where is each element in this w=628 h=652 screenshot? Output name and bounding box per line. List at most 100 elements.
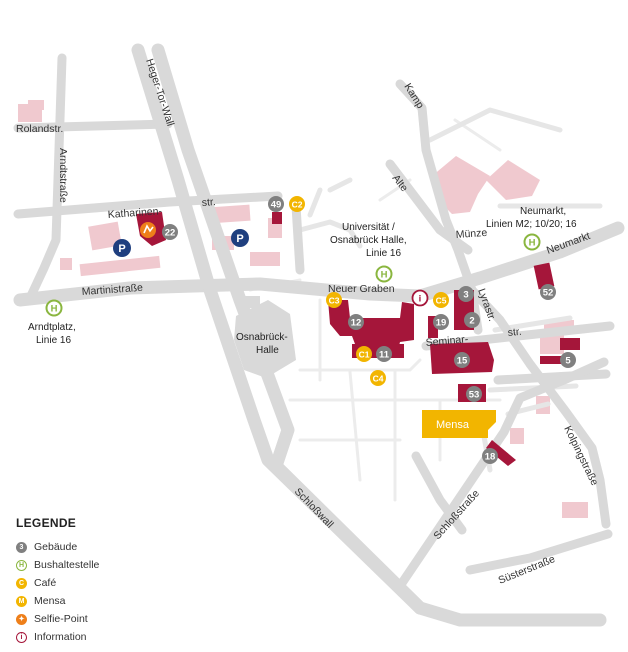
building-19[interactable]: 19 bbox=[433, 314, 449, 330]
street-label-neuer-graben: Neuer Graben bbox=[328, 283, 395, 295]
cafe-c2[interactable]: C2 bbox=[289, 196, 305, 212]
svg-text:C5: C5 bbox=[436, 296, 447, 306]
building-2[interactable]: 2 bbox=[464, 312, 480, 328]
building-18[interactable]: 18 bbox=[482, 448, 498, 464]
building-5[interactable]: 5 bbox=[560, 352, 576, 368]
parking-katharinen[interactable]: P bbox=[113, 239, 131, 257]
svg-text:C4: C4 bbox=[373, 374, 384, 384]
legend-symbol-icon: 3 bbox=[16, 541, 27, 553]
street-label-roland: Rolandstr. bbox=[16, 123, 63, 135]
building-49[interactable]: 49 bbox=[268, 196, 284, 212]
information-point[interactable]: i bbox=[411, 289, 429, 307]
legend-symbol-icon: C bbox=[16, 577, 27, 589]
mensa-label: Mensa bbox=[436, 419, 470, 431]
svg-text:C3: C3 bbox=[329, 296, 340, 306]
legend-label: Selfie-Point bbox=[34, 613, 88, 625]
cafe-markers: C2 C3 C1 C4 C5 bbox=[289, 196, 449, 386]
legend-symbol-icon: M bbox=[16, 595, 27, 607]
svg-text:53: 53 bbox=[469, 390, 480, 401]
legend-symbol-icon: ✦ bbox=[16, 613, 27, 625]
neumarkt-stop-label-2: Linien M2; 10/20; 16 bbox=[486, 219, 577, 230]
legend-label: Mensa bbox=[34, 595, 66, 607]
legend-label: Information bbox=[34, 631, 87, 643]
street-label-katharinen: Katharinen- bbox=[107, 205, 162, 221]
osnabrueck-halle-label-2: Halle bbox=[256, 345, 279, 356]
neumarkt-stop-label-1: Neumarkt, bbox=[520, 206, 566, 217]
building-3[interactable]: 3 bbox=[458, 286, 474, 302]
legend-title: LEGENDE bbox=[16, 516, 77, 530]
cafe-c1[interactable]: C1 bbox=[356, 346, 372, 362]
building-22[interactable]: 22 bbox=[162, 224, 178, 240]
svg-text:22: 22 bbox=[165, 228, 176, 239]
place-labels: Arndtplatz, Linie 16 Universität / Osnab… bbox=[28, 206, 577, 356]
legend-item: C Café bbox=[16, 574, 216, 592]
bus-stops: H H H bbox=[45, 233, 541, 317]
legend-item: M Mensa bbox=[16, 592, 216, 610]
street-label-seminar: Seminar- bbox=[425, 333, 469, 349]
bus-stop-icon: H bbox=[381, 270, 388, 281]
building-11[interactable]: 11 bbox=[376, 346, 392, 362]
cafe-c3[interactable]: C3 bbox=[326, 292, 342, 308]
legend-symbol-icon: i bbox=[16, 631, 27, 643]
parking-markers: P P bbox=[113, 229, 249, 257]
selfie-icon bbox=[143, 224, 154, 234]
mensa-building: Mensa bbox=[422, 410, 496, 438]
svg-text:11: 11 bbox=[379, 350, 390, 361]
legend-item: i Information bbox=[16, 628, 216, 646]
svg-text:2: 2 bbox=[469, 316, 474, 327]
building-53[interactable]: 53 bbox=[466, 386, 482, 402]
main-streets bbox=[13, 53, 615, 591]
street-labels: Rolandstr. Arndtstraße Heger-Tor-Wall Ka… bbox=[16, 57, 601, 587]
legend-item: ✦ Selfie-Point bbox=[16, 610, 216, 628]
uni-stop-label-3: Linie 16 bbox=[366, 248, 401, 259]
bus-stop-icon: H bbox=[529, 238, 536, 249]
osnabrueck-halle-label-1: Osnabrück- bbox=[236, 332, 288, 343]
legend-symbol-icon: H bbox=[16, 559, 27, 571]
building-52[interactable]: 52 bbox=[540, 284, 556, 300]
svg-text:52: 52 bbox=[543, 288, 554, 299]
bus-stop-arndtplatz[interactable]: H bbox=[45, 299, 63, 317]
svg-text:3: 3 bbox=[463, 290, 468, 301]
building-15[interactable]: 15 bbox=[454, 352, 470, 368]
legend-item: H Bushaltestelle bbox=[16, 556, 216, 574]
street-label-katharinen-str: str. bbox=[201, 196, 216, 209]
bus-stop-universitaet[interactable]: H bbox=[375, 265, 393, 283]
svg-text:C2: C2 bbox=[292, 200, 303, 210]
svg-text:15: 15 bbox=[457, 356, 468, 367]
parking-icon: P bbox=[236, 233, 243, 245]
street-label-schlosswall: Schloßwall bbox=[292, 486, 336, 531]
svg-text:19: 19 bbox=[436, 318, 447, 329]
svg-text:18: 18 bbox=[485, 452, 496, 463]
parking-heger-tor-wall[interactable]: P bbox=[231, 229, 249, 247]
svg-text:C1: C1 bbox=[359, 350, 370, 360]
arndtplatz-label-2: Linie 16 bbox=[36, 335, 71, 346]
legend-label: Café bbox=[34, 577, 57, 589]
street-label-muenze: Münze bbox=[455, 227, 487, 241]
selfie-point[interactable] bbox=[140, 222, 156, 238]
street-label-arndt: Arndtstraße bbox=[57, 148, 69, 203]
background-buildings bbox=[18, 100, 588, 518]
cafe-c5[interactable]: C5 bbox=[433, 292, 449, 308]
svg-text:5: 5 bbox=[565, 356, 571, 367]
street-label-seminar-str: str. bbox=[507, 326, 522, 339]
info-icon: i bbox=[419, 294, 422, 305]
uni-stop-label-1: Universität / bbox=[342, 222, 395, 233]
legend-label: Bushaltestelle bbox=[34, 559, 100, 571]
parking-icon: P bbox=[118, 243, 125, 255]
uni-stop-label-2: Osnabrück Halle, bbox=[330, 235, 407, 246]
bus-stop-neumarkt[interactable]: H bbox=[523, 233, 541, 251]
arndtplatz-label-1: Arndtplatz, bbox=[28, 322, 76, 333]
legend-label: Gebäude bbox=[34, 541, 78, 553]
building-12[interactable]: 12 bbox=[348, 314, 364, 330]
svg-text:49: 49 bbox=[271, 200, 282, 211]
legend-item: 3 Gebäude bbox=[16, 538, 216, 556]
bus-stop-icon: H bbox=[51, 304, 58, 315]
svg-text:12: 12 bbox=[351, 318, 362, 329]
cafe-c4[interactable]: C4 bbox=[370, 370, 386, 386]
osnabrueck-halle-building bbox=[234, 296, 296, 378]
building-markers: 22 49 12 11 19 3 2 15 53 52 5 18 bbox=[162, 196, 576, 464]
street-label-martini: Martinistraße bbox=[81, 282, 143, 298]
